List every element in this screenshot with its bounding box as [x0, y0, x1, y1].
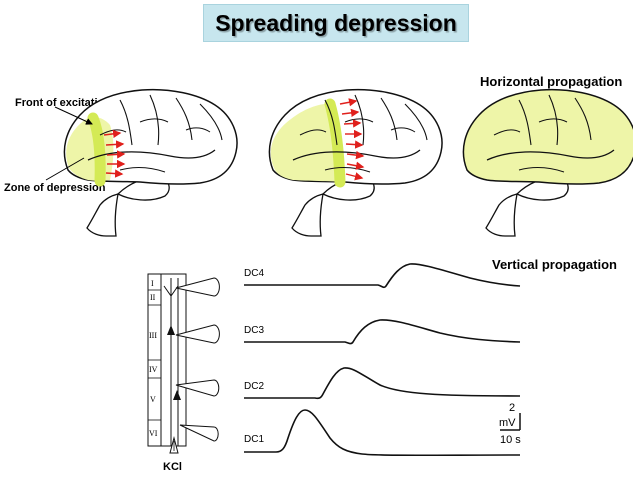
depression-zone-2 [270, 103, 345, 182]
electrode-dc1 [179, 424, 219, 442]
trace-label-dc1: DC1 [244, 434, 264, 445]
front-pointer-arrow [54, 106, 93, 125]
brainstem-1 [86, 193, 119, 237]
brain-3 [462, 88, 633, 237]
layer-label-4: IV [149, 365, 158, 374]
scale-voltage-unit: mV [499, 417, 516, 429]
trace-dc1 [244, 409, 521, 457]
trace-label-dc3: DC3 [244, 325, 264, 336]
trace-dc3 [244, 319, 521, 345]
trace-label-dc2: DC2 [244, 381, 264, 392]
electrode-dc2 [175, 379, 220, 397]
front-of-excitation-label: Front of excitation [15, 97, 111, 109]
upward-arrowhead-1 [167, 325, 175, 335]
electrode-dc3 [175, 324, 220, 344]
column-outline [147, 273, 187, 447]
brainstem-2 [291, 193, 324, 237]
scale-voltage-value: 2 [509, 402, 515, 414]
trace-label-dc4: DC4 [244, 268, 264, 279]
kcl-label: KCl [163, 461, 182, 473]
layer-label-1: I [151, 279, 154, 288]
trace-dc2 [244, 367, 521, 400]
zone-of-depression-label: Zone of depression [4, 182, 106, 194]
horizontal-propagation-label: Horizontal propagation [480, 74, 623, 89]
trace-dc4 [244, 263, 521, 289]
dendrite-fork [163, 285, 179, 297]
upward-arrowhead-2 [173, 390, 181, 400]
layer-label-3: III [149, 331, 157, 340]
electrode-dc4 [175, 277, 220, 297]
title-banner: Spreading depression [203, 4, 469, 42]
brainstem-3 [485, 193, 518, 237]
brain-2 [268, 88, 443, 237]
layer-label-5: V [150, 395, 156, 404]
scale-bar: 2 mV 10 s [499, 402, 521, 446]
layer-label-2: II [150, 293, 156, 302]
layer-label-6: VI [149, 429, 158, 438]
page-title: Spreading depression [215, 9, 457, 36]
cortex-outline-3 [462, 88, 633, 185]
scale-time: 10 s [500, 434, 521, 446]
excitation-front-1 [87, 112, 106, 187]
brain-1 [63, 88, 238, 237]
zone-pointer-line [45, 157, 85, 181]
vertical-propagation-label: Vertical propagation [492, 257, 617, 272]
cortical-column: I II III IV V VI [147, 273, 187, 454]
